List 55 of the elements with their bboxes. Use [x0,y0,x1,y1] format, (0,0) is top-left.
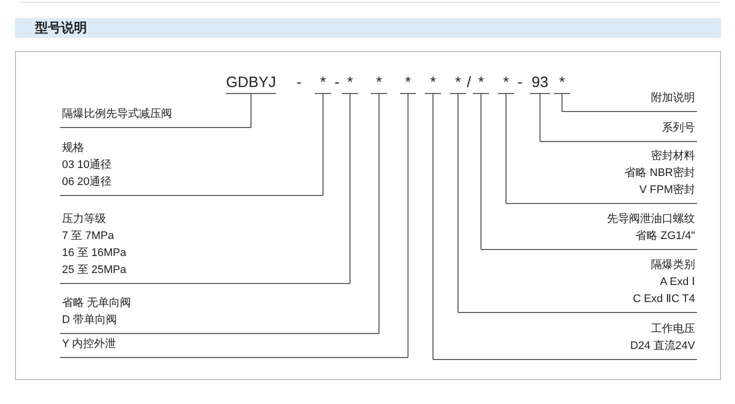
separator-text: - [516,73,524,93]
field-heading: 密封材料 [651,148,695,164]
separator-text: / [466,73,472,93]
field-heading: 先导阀泄油口螺纹 [607,212,695,227]
description-entry [60,140,323,196]
code-segment: * [425,73,441,94]
field-heading: 隔爆类别 [651,258,695,273]
option-text: C Exd ⅡC T4 [632,292,695,307]
leader-line [480,94,482,250]
field-heading: 省略 无单向阀 [62,296,132,311]
code-segment: * [371,73,387,94]
field-heading: 附加说明 [651,91,695,106]
option-text: 7 至 7MPa [62,229,114,244]
description-entry [433,321,697,360]
field-heading: Y 内控外泄 [62,337,116,352]
field-heading: 隔爆比例先导式减压阀 [62,107,172,122]
code-segment: * [400,73,416,94]
description-entry [60,106,251,128]
leader-line [250,94,252,128]
option-text: V FPM密封 [639,182,695,198]
option-text: 省略 NBR密封 [624,166,695,181]
option-text: D24 直流24V [630,338,695,354]
separator-text: - [334,73,340,93]
description-entry [60,336,408,358]
code-segment: * [315,73,331,94]
field-heading: 压力等级 [62,212,106,227]
description-entry [506,148,697,204]
code-segment: * [473,73,489,94]
description-entry [458,257,697,313]
code-segment: 93 [530,73,550,94]
option-text: 16 至 16MPa [62,246,126,261]
description-entry [562,90,697,112]
description-entry [481,211,697,250]
separator-text: - [296,73,302,93]
option-text: D 带单向阀 [62,313,117,328]
description-entry [540,120,697,142]
field-heading: 系列号 [662,120,695,136]
description-entry [60,211,350,284]
field-heading: 工作电压 [651,322,695,337]
option-text: 25 至 25MPa [62,263,126,278]
description-entry [60,295,379,334]
field-heading: 规格 [62,141,84,156]
option-text: 06 20通径 [62,174,112,190]
leader-line [322,94,324,196]
section-title: 型号说明 [35,20,87,36]
leader-line [432,94,434,360]
code-segment: GDBYJ [226,73,276,94]
option-text: 省略 ZG1/4" [635,229,695,244]
leader-line [378,94,380,334]
code-segment: * [498,73,514,94]
option-text: A Exd Ⅰ [660,275,695,290]
option-text: 03 10通径 [62,158,112,173]
code-segment: * [342,73,358,94]
code-segment: * [450,73,466,94]
code-segment: * [554,73,570,94]
